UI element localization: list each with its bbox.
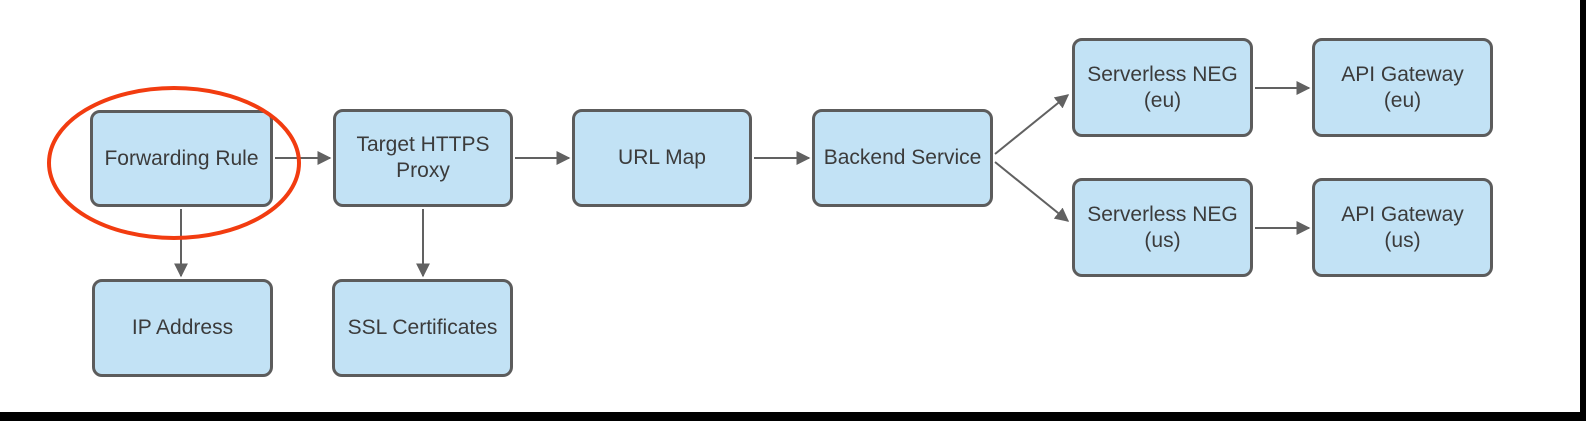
node-label: URL Map	[618, 146, 706, 169]
node-label: Forwarding Rule	[104, 146, 259, 170]
node-serverless-neg-us: Serverless NEG (us)	[1072, 178, 1253, 277]
node-api-gateway-eu: API Gateway (eu)	[1312, 38, 1493, 137]
node-label: Serverless NEG (eu)	[1087, 62, 1238, 112]
edge-backend-service-to-serverless-neg-us	[994, 161, 1070, 222]
edge-backend-service-to-serverless-neg-eu	[994, 94, 1070, 155]
window-edge-right	[1580, 0, 1586, 421]
node-ip-address: IP Address	[92, 279, 273, 377]
node-url-map: URL Map	[572, 109, 752, 207]
node-label: SSL Certificates	[347, 316, 498, 339]
node-backend-service: Backend Service	[812, 109, 993, 207]
node-serverless-neg-eu: Serverless NEG (eu)	[1072, 38, 1253, 137]
window-edge-bottom	[0, 412, 1586, 421]
node-label: Backend Service	[823, 146, 982, 169]
node-label: Target HTTPS Proxy	[356, 133, 490, 182]
node-ssl-certificates: SSL Certificates	[332, 279, 513, 377]
node-label: IP Address	[131, 316, 234, 339]
node-label: API Gateway (eu)	[1341, 62, 1464, 112]
node-label: API Gateway (us)	[1341, 202, 1464, 252]
node-label: Serverless NEG (us)	[1087, 202, 1238, 252]
node-target-https-proxy: Target HTTPS Proxy	[333, 109, 513, 207]
node-api-gateway-us: API Gateway (us)	[1312, 178, 1493, 277]
node-forwarding-rule: Forwarding Rule	[90, 110, 273, 207]
